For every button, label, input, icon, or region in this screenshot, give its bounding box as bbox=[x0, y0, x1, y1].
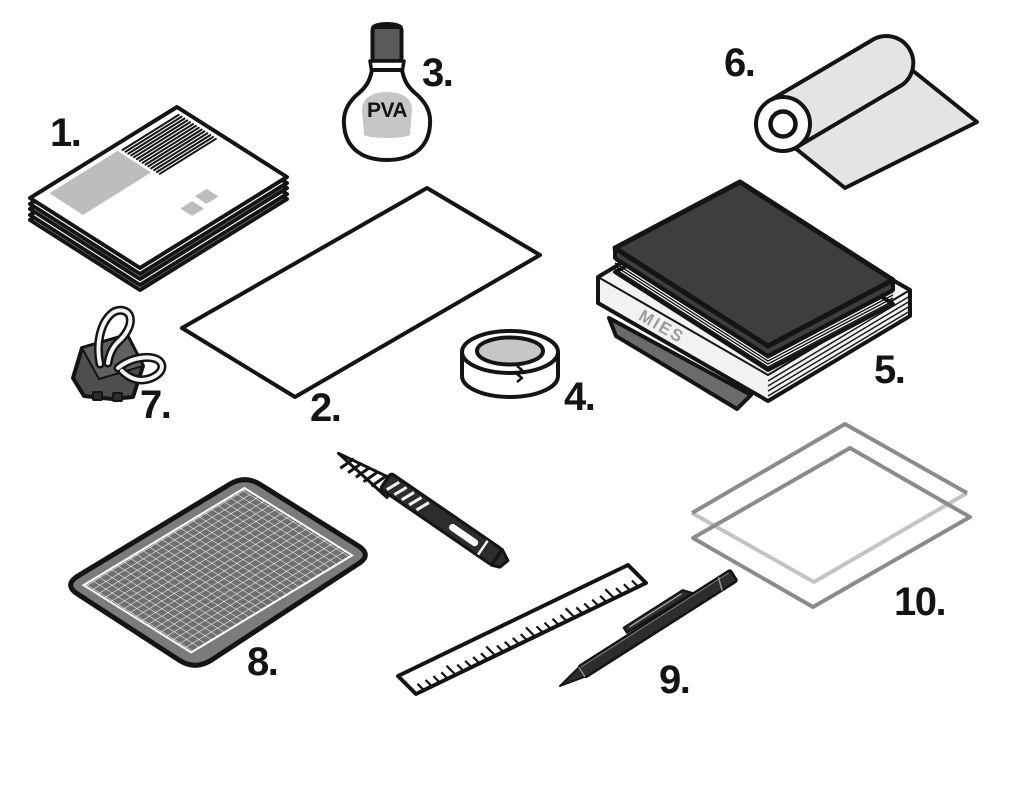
pva-label-text: PVA bbox=[366, 99, 408, 122]
handle-grip-stripes bbox=[386, 480, 430, 512]
ruler-ticks bbox=[406, 579, 640, 695]
pva-glue-bottle bbox=[341, 22, 433, 162]
mat-grid-surface bbox=[81, 486, 355, 654]
dark-book-cover bbox=[612, 179, 896, 349]
cover-sheet bbox=[180, 186, 542, 399]
small-block bbox=[180, 201, 204, 216]
clip-foot bbox=[92, 391, 103, 401]
label-10: 10. bbox=[894, 580, 947, 624]
label-6: 6. bbox=[724, 41, 756, 85]
tape-roll bbox=[460, 329, 560, 399]
label-2: 2. bbox=[310, 386, 342, 430]
clip-foot bbox=[112, 392, 123, 402]
small-block bbox=[194, 188, 219, 204]
handle-slot bbox=[449, 523, 479, 547]
tape-core bbox=[475, 335, 545, 367]
cutting-mat bbox=[68, 477, 368, 668]
roll-core bbox=[768, 109, 798, 139]
label-7: 7. bbox=[140, 383, 172, 427]
ruler-and-pen bbox=[396, 563, 738, 696]
ruler bbox=[396, 563, 648, 696]
tape-end-zigzag bbox=[515, 365, 524, 383]
image-placeholder bbox=[49, 150, 151, 215]
cap bbox=[370, 25, 404, 63]
handle-tail bbox=[489, 547, 510, 569]
bottle-label bbox=[362, 92, 412, 138]
knife-handle bbox=[379, 472, 503, 566]
label-4: 4. bbox=[564, 375, 596, 419]
label-9: 9. bbox=[659, 658, 691, 702]
label-3: 3. bbox=[422, 51, 454, 95]
label-8: 8. bbox=[247, 640, 279, 684]
books-stack bbox=[596, 179, 912, 411]
pen-clip bbox=[622, 589, 694, 634]
gray-book bbox=[607, 316, 753, 411]
acetate-sheets bbox=[690, 422, 972, 609]
label-1: 1. bbox=[50, 111, 82, 155]
upper-sheet-light-edges bbox=[691, 491, 969, 584]
label-5: 5. bbox=[874, 348, 906, 392]
clip-wire-flat bbox=[113, 352, 167, 385]
clip-wire-upright bbox=[93, 305, 135, 369]
craft-knife bbox=[337, 451, 510, 569]
upper-sheet-dark-edges bbox=[690, 422, 968, 515]
binder-clip bbox=[71, 305, 167, 402]
paper-roll bbox=[754, 34, 979, 190]
text-lines bbox=[121, 113, 217, 175]
pen bbox=[559, 569, 738, 687]
printed-sheets-stack bbox=[28, 105, 289, 292]
white-book-page-lines bbox=[767, 295, 911, 397]
lower-sheet bbox=[691, 446, 972, 609]
